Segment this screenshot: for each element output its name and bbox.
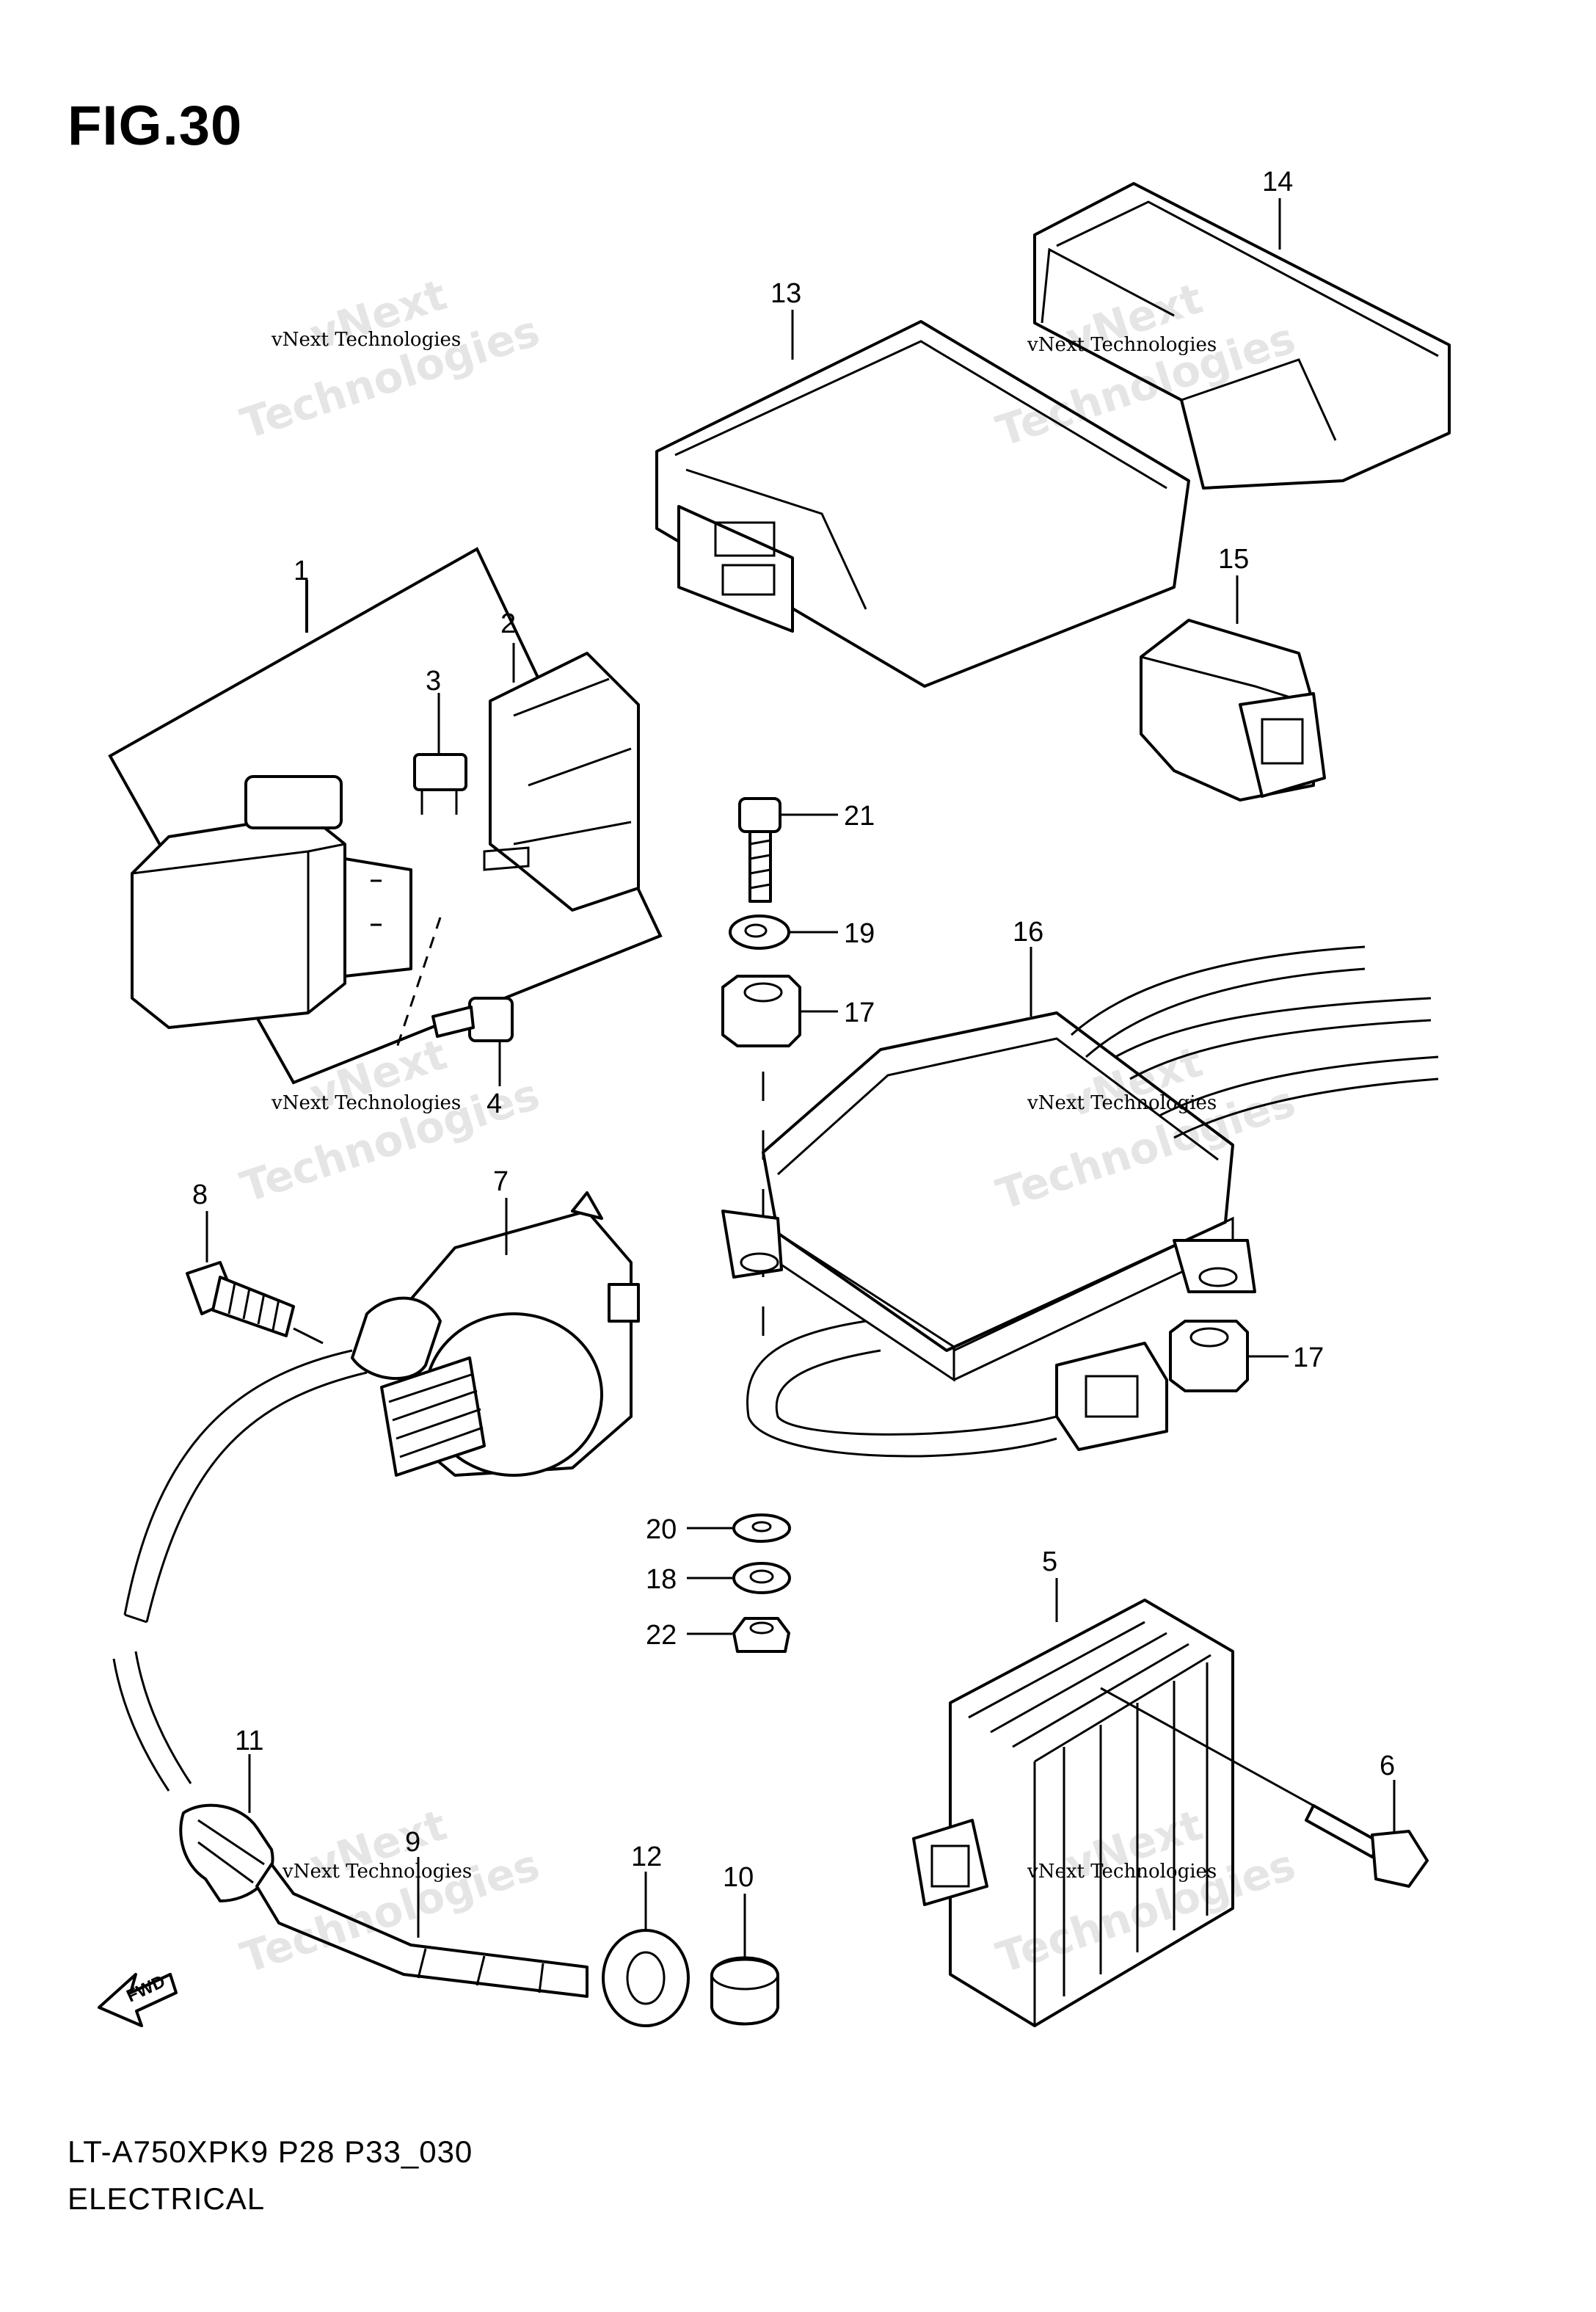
section-name: ELECTRICAL xyxy=(68,2181,266,2216)
callout-16: 16 xyxy=(1013,917,1043,948)
callout-12: 12 xyxy=(631,1842,662,1872)
bolt-21 xyxy=(738,797,781,903)
callout-9: 9 xyxy=(405,1827,420,1858)
leader-lines xyxy=(205,198,1396,1960)
bolt-6 xyxy=(1100,1687,1429,1888)
watermark-text-1: vNext Technologies xyxy=(272,329,462,351)
callout-13: 13 xyxy=(770,278,801,309)
spark-plug-cap xyxy=(179,1803,589,1998)
high-tension-lead xyxy=(112,1349,368,1792)
callout-10: 10 xyxy=(723,1862,754,1893)
callout-22: 22 xyxy=(646,1620,677,1651)
callout-17-lower: 17 xyxy=(1293,1342,1324,1373)
washer-18 xyxy=(732,1562,791,1594)
callout-19: 19 xyxy=(844,918,875,949)
callout-6: 6 xyxy=(1380,1751,1395,1781)
seal-12 xyxy=(602,1929,690,2027)
nut-22 xyxy=(732,1617,790,1653)
callout-2: 2 xyxy=(500,608,516,639)
model-code: LT-A750XPK9 P28 P33_030 xyxy=(68,2134,473,2169)
watermark-text-5: vNext Technologies xyxy=(283,1861,473,1883)
callout-7: 7 xyxy=(493,1166,509,1197)
watermark-text-4: vNext Technologies xyxy=(1027,1092,1217,1114)
callout-14: 14 xyxy=(1262,167,1293,197)
bolt-4 xyxy=(431,997,514,1042)
collar-19 xyxy=(729,915,790,950)
control-unit-16 xyxy=(721,1011,1256,1382)
watermark-text-6: vNext Technologies xyxy=(1027,1861,1217,1883)
watermark-text-3: vNext Technologies xyxy=(272,1092,462,1114)
callout-11: 11 xyxy=(235,1726,263,1756)
fuse-cover xyxy=(483,652,640,912)
callout-5: 5 xyxy=(1042,1546,1057,1577)
starter-relay xyxy=(1140,619,1326,801)
ecm-unit xyxy=(655,320,1190,688)
figure-title: FIG.30 xyxy=(68,95,243,157)
regulator-rectifier xyxy=(912,1599,1234,2027)
control-unit-harness xyxy=(746,945,1439,1458)
callout-21: 21 xyxy=(844,801,875,832)
fuse xyxy=(413,753,467,815)
ignition-coil xyxy=(351,1191,640,1477)
callout-15: 15 xyxy=(1218,544,1249,575)
relay-body xyxy=(131,775,412,1029)
grommet-17-upper xyxy=(721,975,801,1047)
bolt-8 xyxy=(186,1261,295,1337)
washer-20 xyxy=(732,1513,791,1543)
watermark-text-2: vNext Technologies xyxy=(1027,334,1217,356)
cap-seal-10 xyxy=(710,1956,779,2026)
forward-arrow-icon: FWD xyxy=(98,1971,178,2027)
callout-4: 4 xyxy=(487,1088,502,1119)
callout-8: 8 xyxy=(192,1179,208,1210)
callout-1: 1 xyxy=(294,556,309,586)
callout-numbers: 1 2 3 4 5 6 7 8 9 10 11 12 13 14 15 16 1… xyxy=(192,167,1395,1893)
callout-17-upper: 17 xyxy=(844,997,875,1028)
callout-3: 3 xyxy=(426,666,441,697)
callout-20: 20 xyxy=(646,1514,677,1545)
callout-18: 18 xyxy=(646,1564,677,1595)
grommet-17-lower xyxy=(1169,1320,1249,1392)
ecm-cover xyxy=(1033,182,1451,490)
